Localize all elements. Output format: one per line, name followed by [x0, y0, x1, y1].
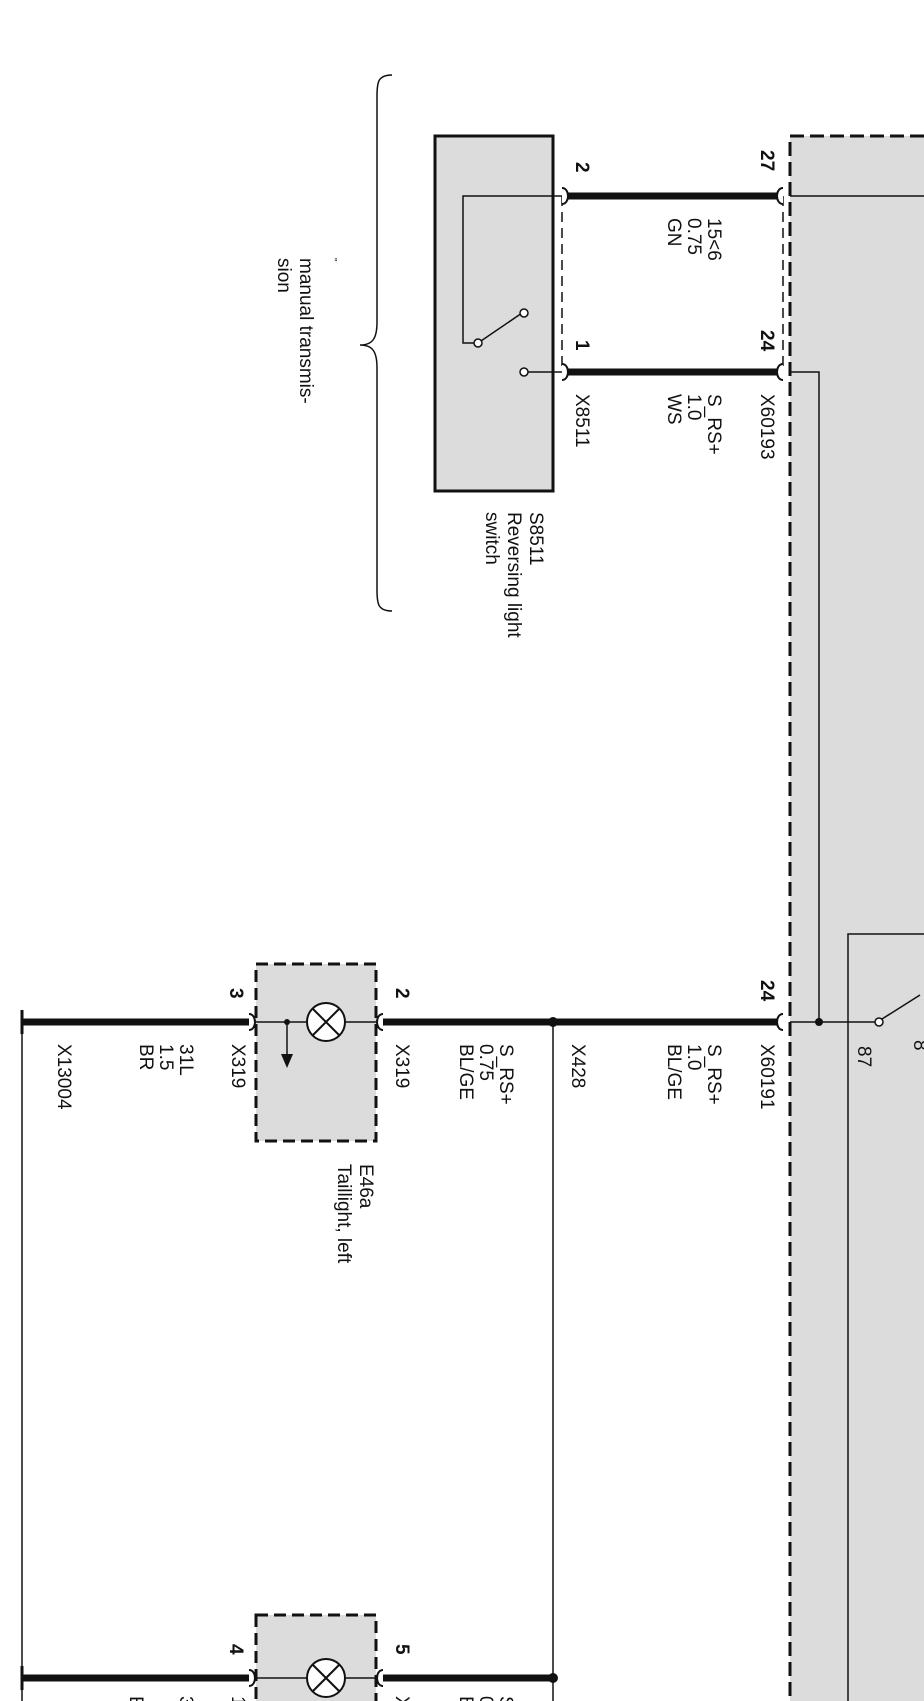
reversing-switch-name-line1: Reversing light: [503, 512, 524, 638]
relay-pin: 87: [853, 1046, 874, 1067]
connector-hook-switch-top: [561, 187, 569, 205]
taillight-box: [254, 962, 378, 1143]
taillight-connector-in: X319: [391, 1044, 412, 1088]
reversing-switch-internal: [462, 195, 562, 344]
group-marker: ": [327, 258, 338, 262]
connector-hook-lamp-in: [376, 1013, 384, 1031]
group-brace: [359, 74, 393, 612]
wire-bottom-labels: S_RS+ 1.0 WS: [663, 394, 724, 455]
taillight-pin-in: 2: [391, 988, 412, 999]
lamp2-cut-label-1: S: [495, 1696, 516, 1701]
lamp2-cut-label-3: B: [455, 1696, 476, 1701]
wire-bottom-size: 1.0: [683, 394, 704, 420]
switch-connector-label: X8511: [571, 394, 592, 448]
wire-ground-color: BR: [135, 1044, 156, 1070]
module-a-pin-bottom: 24: [756, 330, 777, 352]
switch-contact-bottom: [519, 367, 529, 377]
wire-ground-signal: 31L: [175, 1044, 196, 1076]
wire-bottom-signal: S_RS+: [703, 394, 724, 455]
taillight-id: E46a: [355, 1164, 376, 1209]
lamp2-cut-label-6: E: [125, 1696, 146, 1701]
wire-ground-size: 1.5: [155, 1044, 176, 1070]
connector-hook-lamp2-out: [248, 1669, 256, 1687]
taillight-arrow-head: [281, 1054, 293, 1068]
wire-top-size: 0.75: [683, 218, 704, 255]
wire-to-splice-signal: S_RS+: [703, 1044, 724, 1105]
connector-hook-switch-bottom: [561, 363, 569, 381]
group-label-line2: sion: [273, 258, 294, 293]
wire-top-color: GN: [663, 218, 684, 247]
reversing-switch-name-line2: switch: [481, 512, 502, 565]
connector-hook-lamp2-in: [376, 1669, 384, 1687]
reversing-switch-box: [433, 134, 555, 493]
connector-hook-module-bottom: [776, 363, 784, 381]
switch-contact-top: [519, 308, 529, 318]
wire-bottom-color: WS: [663, 394, 684, 425]
relay-contact: [881, 994, 921, 1020]
taillight-bulb-x2: [312, 1008, 340, 1036]
wire-to-lamp-color: BL/GE: [455, 1044, 476, 1100]
module-a-connector-label: X60193: [756, 394, 777, 460]
relay-pin2: 8: [909, 1040, 924, 1051]
wire-to-lamp-size: 0.75: [475, 1044, 496, 1081]
module-b-connector-label: X60191: [756, 1044, 777, 1110]
wire-to-lamp-signal: S_RS+: [495, 1044, 516, 1105]
connector-hook-x60191: [776, 1013, 784, 1031]
taillight-connector-out: X319: [227, 1044, 248, 1088]
module-b-pin: 24: [756, 980, 777, 1002]
group-label: manual transmis- sion: [273, 258, 316, 404]
reversing-switch-contact: [477, 312, 523, 344]
wire-top-labels: 15<6 0.75 GN: [663, 218, 724, 261]
ground-label: X13004: [53, 1044, 74, 1110]
switch-pin-top: 2: [571, 162, 592, 173]
wire-to-splice-size: 1.0: [683, 1044, 704, 1070]
lamp2-pin-in: 5: [391, 1644, 412, 1655]
control-module-body: [788, 134, 924, 1701]
wire-to-splice-color: BL/GE: [663, 1044, 684, 1100]
switch-pin-bottom: 1: [571, 340, 592, 351]
splice-label: X428: [567, 1044, 588, 1088]
lamp2-pin-out: 4: [225, 1644, 246, 1655]
connector-hook-lamp-out: [248, 1013, 256, 1031]
wire-top-signal: 15<6: [703, 218, 724, 261]
lamp2-box: [254, 1613, 378, 1701]
taillight-pin-out: 3: [225, 988, 246, 999]
wire-to-lamp-labels: S_RS+ 0.75 BL/GE: [455, 1044, 516, 1105]
module-a-pin-top: 27: [756, 150, 777, 171]
taillight-labels: E46a Taillight, left: [333, 1164, 376, 1264]
module-junction: [815, 1018, 823, 1026]
relay-terminal: [874, 1017, 884, 1027]
relay-box: [847, 933, 924, 1701]
wire-ground-labels: 31L 1.5 BR: [135, 1044, 196, 1076]
lamp2-cut-label-4: X: [391, 1696, 412, 1701]
group-label-line1: manual transmis-: [295, 258, 316, 404]
lamp2-cut-label-7: 3: [175, 1696, 196, 1701]
switch-pivot: [473, 338, 483, 348]
taillight-name: Taillight, left: [333, 1164, 354, 1264]
module-internal-line-24: [790, 371, 820, 1022]
reversing-switch-id: S8511: [525, 512, 546, 566]
reversing-switch-labels: S8511 Reversing light switch: [481, 512, 546, 638]
connector-hook-module-top: [776, 187, 784, 205]
lamp2-cut-label-2: 0: [475, 1696, 496, 1701]
lamp2-bulb-x2: [312, 1664, 340, 1692]
lamp2-cut-label-5: 1: [227, 1696, 248, 1701]
wire-to-splice-labels: S_RS+ 1.0 BL/GE: [663, 1044, 724, 1105]
